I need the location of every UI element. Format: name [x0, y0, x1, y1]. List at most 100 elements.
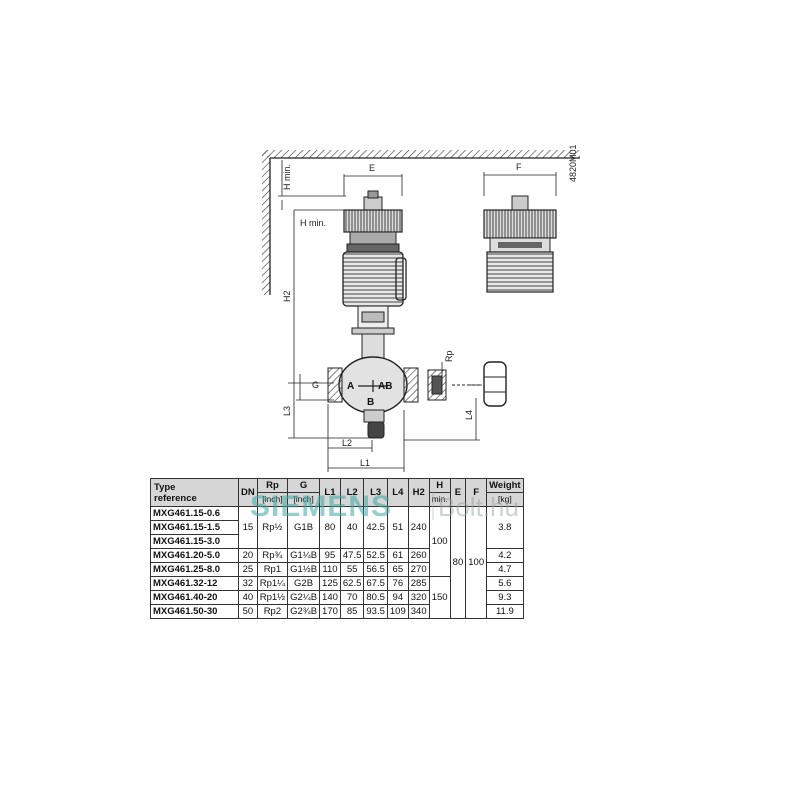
dn-cell: 25 [238, 562, 258, 577]
h-min-label-top: H min. [282, 164, 292, 190]
valve-dimension-drawing: A AB B 4820M01 [262, 144, 580, 472]
l3-header: L3 [363, 478, 388, 507]
l4-cell: 94 [386, 590, 409, 605]
weight-cell: 11.9 [486, 604, 524, 619]
l2-cell: 40 [339, 506, 365, 549]
h-min-label: H min. [300, 218, 326, 228]
f-label: F [516, 162, 522, 172]
l3-cell: 67.5 [363, 576, 388, 591]
l1-cell: 170 [319, 604, 341, 619]
g-cell: G2B [287, 576, 321, 591]
l3-cell: 42.5 [363, 506, 388, 549]
port-a-label: A [347, 381, 354, 392]
rp-cell: Rp2 [256, 604, 289, 619]
type-cell: MXG461.32-12 [150, 576, 239, 591]
l1-cell: 110 [319, 562, 341, 577]
dn-cell: 40 [238, 590, 258, 605]
type-cell: MXG461.15-1.5 [150, 520, 239, 535]
weight-cell: 9.3 [486, 590, 524, 605]
h2-cell: 270 [407, 562, 430, 577]
weight-cell: 5.6 [486, 576, 524, 591]
e-cell: 80 [449, 506, 467, 619]
type-cell: MXG461.25-8.0 [150, 562, 239, 577]
l2-cell: 55 [339, 562, 365, 577]
rp-cell: Rp1½ [256, 590, 289, 605]
h2-label: H2 [282, 290, 292, 302]
dn-cell: 15 [238, 506, 258, 549]
rp-cell: Rp¾ [256, 548, 289, 563]
rp-label: Rp [444, 350, 454, 362]
dn-cell: 20 [238, 548, 258, 563]
table-row: MXG461.20-5.0 20 Rp¾ G1¼B 95 47.5 52.5 6… [150, 548, 524, 563]
l2-cell: 70 [339, 590, 365, 605]
port-b-label: B [367, 397, 374, 408]
dn-header: DN [238, 478, 258, 507]
g-label: G [312, 380, 319, 390]
l2-cell: 85 [339, 604, 365, 619]
l1-cell: 140 [319, 590, 341, 605]
g-cell: G1½B [287, 562, 321, 577]
l4-header: L4 [386, 478, 409, 507]
g-cell: G1B [287, 506, 321, 549]
type-cell: MXG461.20-5.0 [150, 548, 239, 563]
h2-cell: 260 [407, 548, 430, 563]
actuator-front-view [342, 190, 407, 361]
l1-header: L1 [319, 478, 341, 507]
table-row: MXG461.50-30 50 Rp2 G2¾B 170 85 93.5 109… [150, 604, 524, 619]
h-cell: 150 [428, 576, 451, 619]
type-cell: MXG461.50-30 [150, 604, 239, 619]
rp-cell: Rp1¼ [256, 576, 289, 591]
h2-cell: 340 [407, 604, 430, 619]
h2-header: H2 [407, 478, 430, 507]
l4-cell: 76 [386, 576, 409, 591]
e-header: E [449, 478, 467, 507]
l4-cell: 109 [386, 604, 409, 619]
port-ab-label: AB [378, 381, 392, 392]
rp-cell: Rp½ [256, 506, 289, 549]
rp-unit: [inch] [256, 492, 289, 507]
h-cell: 100 [428, 506, 451, 577]
document-code: 4820M01 [568, 144, 578, 182]
g-cell: G2¾B [287, 604, 321, 619]
table-row: MXG461.25-8.0 25 Rp1 G1½B 110 55 56.5 65… [150, 562, 524, 577]
rp-header: Rp [256, 478, 289, 493]
l4-cell: 61 [386, 548, 409, 563]
table-row: MXG461.40-20 40 Rp1½ G2¼B 140 70 80.5 94… [150, 590, 524, 605]
l1-label: L1 [360, 458, 370, 468]
l1-cell: 125 [319, 576, 341, 591]
l4-cell: 65 [386, 562, 409, 577]
l2-label: L2 [342, 438, 352, 448]
h-unit: min. [428, 492, 451, 507]
g-header: G [287, 478, 321, 493]
l2-header: L2 [339, 478, 365, 507]
dn-cell: 50 [238, 604, 258, 619]
dn-cell: 32 [238, 576, 258, 591]
type-cell: MXG461.15-3.0 [150, 534, 239, 549]
l1-cell: 95 [319, 548, 341, 563]
h2-cell: 240 [407, 506, 430, 549]
weight-cell: 3.8 [486, 506, 524, 549]
table-row: MXG461.15-0.6 15 Rp½ G1B 80 40 42.5 51 2… [150, 506, 524, 619]
l4-label: L4 [464, 410, 474, 420]
rp-cell: Rp1 [256, 562, 289, 577]
l3-cell: 93.5 [363, 604, 388, 619]
weight-unit: [kg] [486, 492, 524, 507]
l1-cell: 80 [319, 506, 341, 549]
g-unit: [inch] [287, 492, 321, 507]
e-label: E [369, 163, 375, 173]
dimension-lines [278, 160, 557, 472]
wall-ceiling [262, 150, 580, 295]
g-cell: G2¼B [287, 590, 321, 605]
l3-cell: 80.5 [363, 590, 388, 605]
type-cell: MXG461.40-20 [150, 590, 239, 605]
type-cell: MXG461.15-0.6 [150, 506, 239, 521]
h-header: H [428, 478, 451, 493]
f-header: F [465, 478, 488, 507]
f-cell: 100 [465, 506, 488, 619]
weight-cell: 4.7 [486, 562, 524, 577]
l2-cell: 62.5 [339, 576, 365, 591]
h2-cell: 320 [407, 590, 430, 605]
valve-body: A AB B [327, 356, 419, 439]
